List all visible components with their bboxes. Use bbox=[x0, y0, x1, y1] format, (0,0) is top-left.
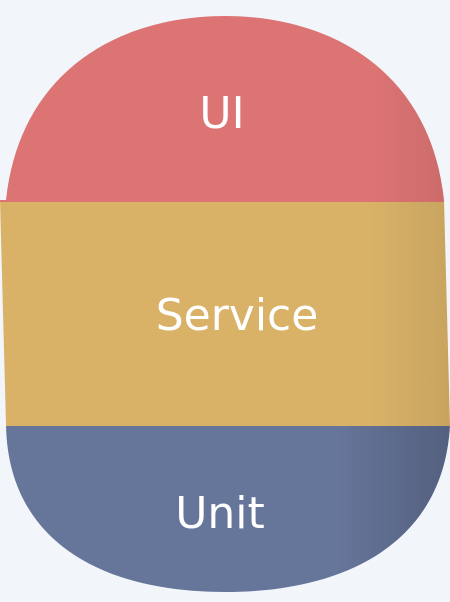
layer-service-label: Service bbox=[156, 290, 319, 341]
layer-ui-label: UI bbox=[199, 88, 244, 139]
layer-unit-label: Unit bbox=[175, 488, 265, 539]
top-right-shading bbox=[0, 16, 450, 426]
